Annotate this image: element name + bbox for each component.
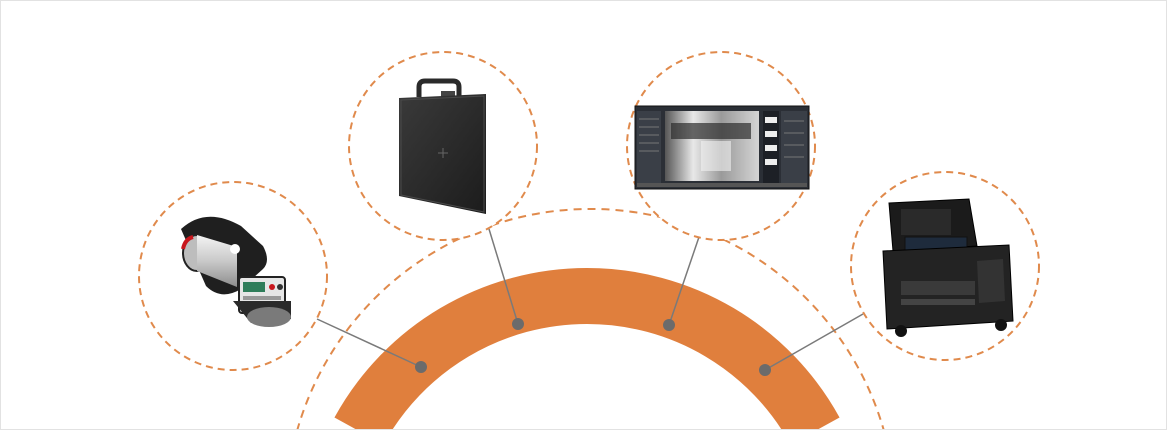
flat-panel-detector-icon: [399, 78, 486, 214]
node-dot: [512, 318, 524, 330]
outer-dashed-arc: [296, 208, 885, 429]
node-dot: [415, 361, 427, 373]
connector-software: [668, 236, 700, 326]
node-dot: [663, 319, 675, 331]
xray-generator-icon: [181, 216, 291, 327]
connector-case: [764, 313, 864, 371]
orange-band-arc: [334, 267, 840, 429]
node-dot: [759, 364, 771, 376]
connector-detector: [488, 228, 519, 325]
rugged-case-laptop-icon: [882, 198, 1014, 337]
imaging-software-icon: [634, 105, 810, 190]
connector-generator: [316, 318, 422, 368]
